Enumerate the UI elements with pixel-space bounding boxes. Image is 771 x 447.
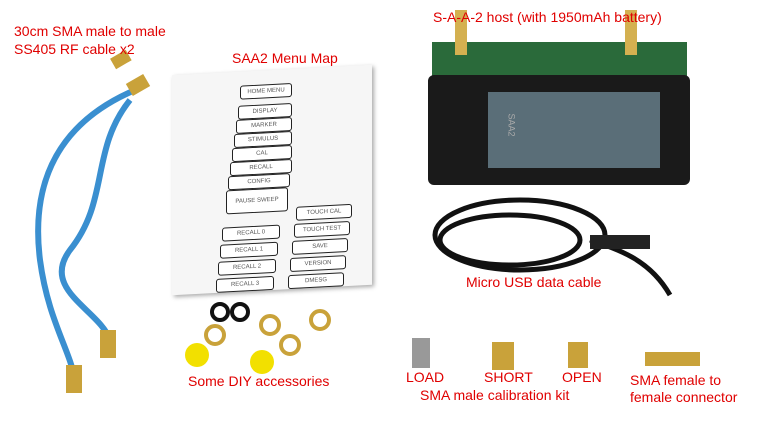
device-screen <box>488 92 660 168</box>
short-label: SHORT <box>484 369 533 385</box>
usb-plug <box>590 235 650 249</box>
menu-map-title: SAA2 Menu Map <box>232 50 338 66</box>
yellow-cap <box>250 350 274 374</box>
sma-port <box>455 10 467 55</box>
rf-cable-1 <box>35 85 142 381</box>
nut <box>204 324 226 346</box>
device-logo: SAA2 <box>506 113 517 137</box>
menu-box: RECALL 2 <box>218 258 276 276</box>
female-adapter <box>645 352 700 366</box>
rf-cable-2 <box>58 98 133 342</box>
pcb <box>432 42 687 80</box>
load-label: LOAD <box>406 369 445 385</box>
menu-box: RECALL 0 <box>222 224 280 242</box>
menu-box: SAVE <box>292 238 348 255</box>
menu-box: DMESG <box>288 272 344 290</box>
o-ring <box>230 302 250 322</box>
nut <box>279 334 301 356</box>
nut <box>259 314 281 336</box>
cal-kit-label: SMA male calibration kit <box>420 387 570 403</box>
menu-box: TOUCH CAL <box>296 203 352 221</box>
menu-box: TOUCH TEST <box>294 220 350 238</box>
sma-port <box>625 10 637 55</box>
host-label: S-A-A-2 host (with 1950mAh battery) <box>433 9 662 25</box>
menu-map-sheet: HOME MENU DISPLAY MARKER STIMULUS CAL RE… <box>172 64 372 296</box>
menu-box: HOME MENU <box>240 82 292 100</box>
load-terminator <box>412 338 430 368</box>
female-label-2: female connector <box>630 389 738 405</box>
female-label-1: SMA female to <box>630 372 722 388</box>
menu-box: PAUSE SWEEP <box>226 187 288 215</box>
open-terminator <box>568 342 588 368</box>
nut <box>309 309 331 331</box>
open-label: OPEN <box>562 369 602 385</box>
sma-connector <box>100 330 116 358</box>
usb-label: Micro USB data cable <box>466 274 602 290</box>
yellow-cap <box>185 343 209 367</box>
cable-label-2: SS405 RF cable x2 <box>14 41 135 57</box>
sma-connector <box>110 49 132 70</box>
sma-connector <box>66 365 82 393</box>
o-ring <box>210 302 230 322</box>
usb-cable-coil <box>437 212 583 268</box>
diy-label: Some DIY accessories <box>188 373 330 389</box>
menu-box: VERSION <box>290 255 346 273</box>
short-terminator <box>492 342 514 370</box>
menu-box: RECALL 1 <box>220 241 278 259</box>
cable-label-1: 30cm SMA male to male <box>14 23 166 39</box>
sma-connector <box>125 73 151 97</box>
